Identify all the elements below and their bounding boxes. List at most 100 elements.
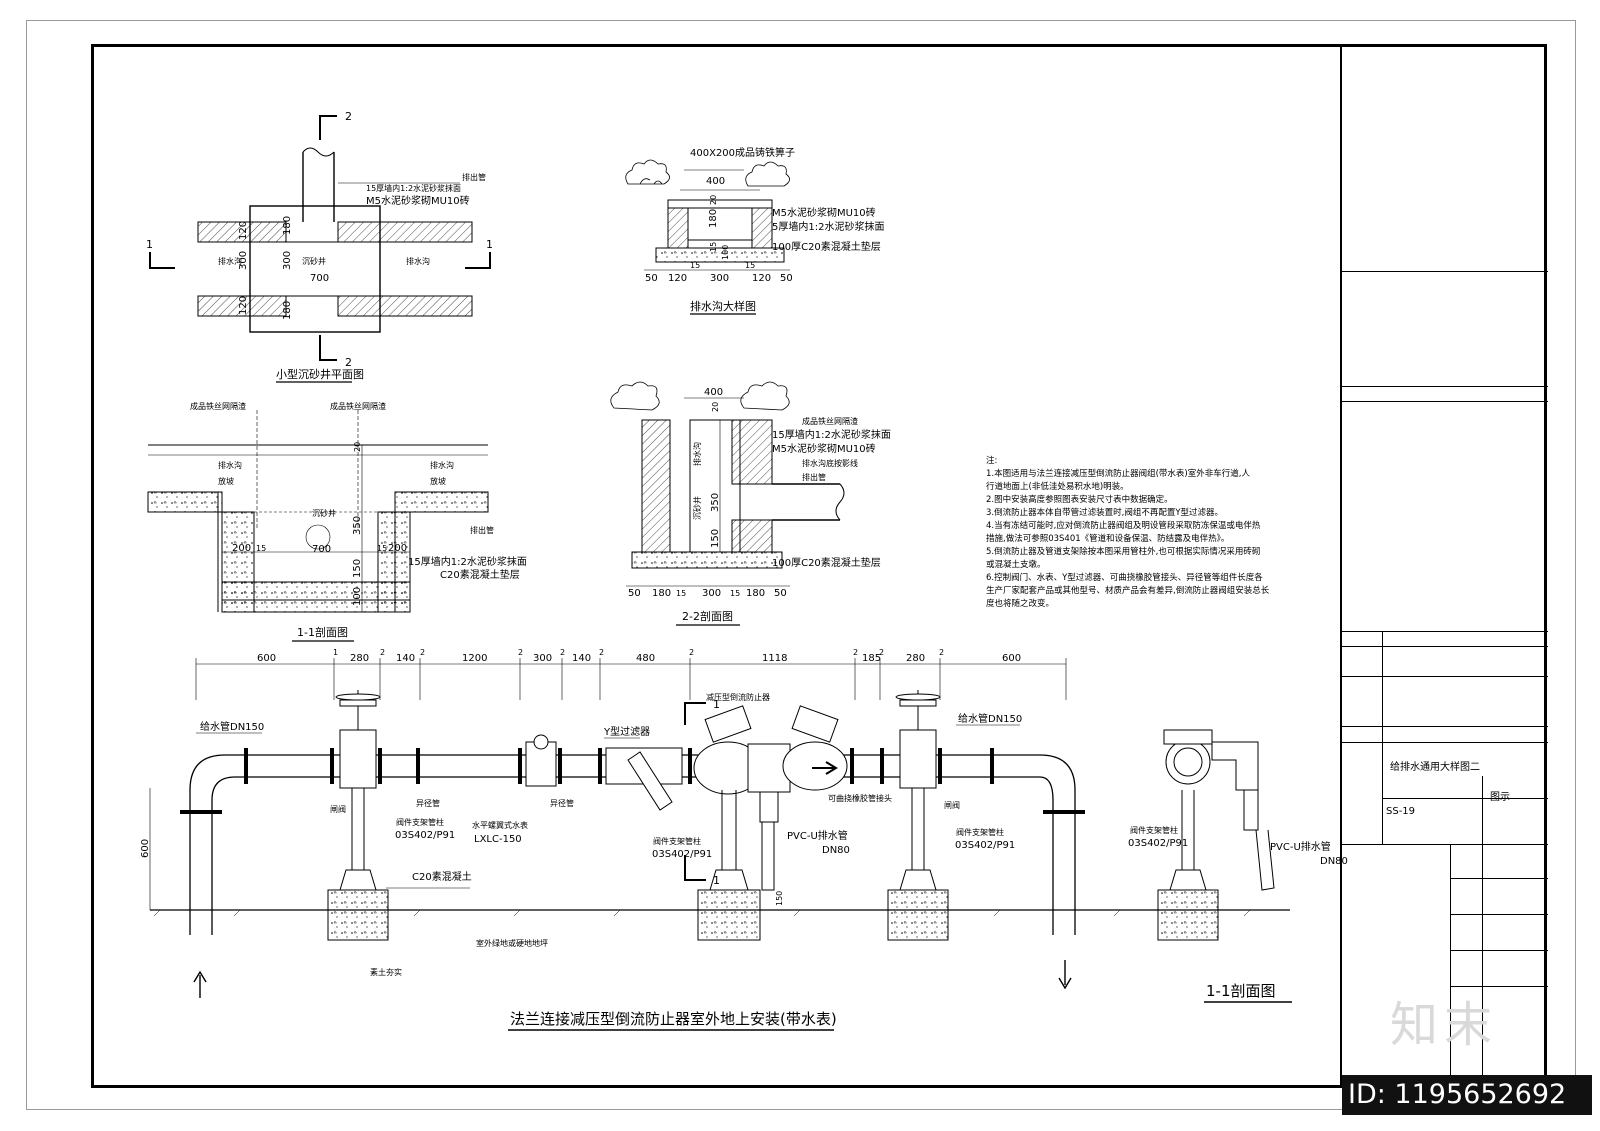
water-meter xyxy=(525,734,557,787)
dim-ditch-400: 400 xyxy=(706,176,725,187)
dim-s-350: 350 xyxy=(352,516,363,535)
dim-b-120a: 120 xyxy=(668,273,687,284)
dim-1118: 1118 xyxy=(762,653,787,664)
label-support-left: 阀件支架管柱 xyxy=(396,817,444,827)
label-22-bottom: 排水沟底按影线 xyxy=(802,458,858,468)
label-ditch-r: 排水沟 xyxy=(430,460,454,470)
dim-2f: 2 xyxy=(689,648,694,657)
label-plaster: 15厚墙内1:2水泥砂浆抹面 xyxy=(366,183,461,193)
shrub-right xyxy=(745,161,790,187)
section-1-1-well: 成品铁丝网隔渣 成品铁丝网隔渣 排水沟 放坡 排水沟 放坡 沉砂井 排出管 15… xyxy=(147,401,527,642)
label-22-grille: 成品铁丝网隔渣 xyxy=(802,416,858,426)
note-line-11: 度也将随之改变。 xyxy=(986,599,1055,609)
outflow-arrow xyxy=(1058,960,1072,990)
dim-2c: 2 xyxy=(518,648,523,657)
dim-ditch-100: 100 xyxy=(721,245,730,260)
label-22-concrete: 100厚C20素混凝土垫层 xyxy=(772,556,881,569)
label-support-code-side: 03S402/P91 xyxy=(1128,838,1188,849)
dim-b-15b: 15 xyxy=(745,261,755,270)
notes-heading: 注: xyxy=(986,456,998,466)
note-line-10: 生产厂家配套产品或其他型号、材质产品会有差异,倒流防止器阀组安装总长 xyxy=(986,586,1270,596)
label-grille-1: 成品铁丝网隔渣 xyxy=(190,401,246,411)
label-support-code-left: 03S402/P91 xyxy=(395,830,455,841)
dim-600-vertical: 600 xyxy=(140,839,151,858)
section-2-2: 400 20 350 150 排水沟 沉砂井 成品铁丝网隔渣 15厚墙内1:2水… xyxy=(610,381,891,626)
label-strainer: Y型过滤器 xyxy=(603,725,650,738)
dim-b-15a: 15 xyxy=(690,261,700,270)
dim-s-200b: 200 xyxy=(388,543,407,554)
backflow-preventer xyxy=(693,705,848,823)
title-sand-well-plan: 小型沉砂井平面图 xyxy=(276,367,364,381)
preventer-installation: 600 1 280 2 140 2 1200 2 300 2 140 2 480… xyxy=(140,648,1348,1031)
dim-22b-50b: 50 xyxy=(774,588,787,599)
label-grille-2: 成品铁丝网隔渣 xyxy=(330,401,386,411)
ditch-detail: 400X200成品铸铁箅子 400 180 20 15 100 M5水泥砂浆砌M… xyxy=(625,146,884,315)
label-brick: M5水泥砂浆砌MU10砖 xyxy=(366,194,470,207)
dim-s-20: 20 xyxy=(353,442,362,452)
dim-s-700: 700 xyxy=(312,544,331,555)
label-22-plaster: 15厚墙内1:2水泥砂浆抹面 xyxy=(772,428,891,441)
dim-s-15b: 15 xyxy=(377,544,387,553)
label-meter-model: LXLC-150 xyxy=(474,834,522,845)
dim-2d: 2 xyxy=(560,648,565,657)
dim-150-drain: 150 xyxy=(775,891,784,906)
note-line-1: 1.本图适用与法兰连接减压型倒流防止器阀组(带水表)室外非车行道,人 xyxy=(986,469,1250,479)
dim-22-350: 350 xyxy=(710,493,721,512)
shrub-2-2-left xyxy=(610,381,660,411)
label-slope-l: 放坡 xyxy=(218,476,234,486)
label-well: 沉砂井 xyxy=(302,256,326,266)
dim-s-200a: 200 xyxy=(232,543,251,554)
label-dn80-side: DN80 xyxy=(1320,856,1348,867)
label-ditch-left: 排水沟 xyxy=(218,256,242,266)
dim-280-right: 280 xyxy=(906,653,925,664)
title-side-section: 1-1剖面图 xyxy=(1206,982,1276,1000)
flanges xyxy=(180,748,1085,814)
dim-ditch-15: 15 xyxy=(709,242,718,252)
dim-140-right: 140 xyxy=(572,653,591,664)
label-ditch-brick: M5水泥砂浆砌MU10砖 xyxy=(772,206,876,219)
title-drawing-number: SS-19 xyxy=(1386,806,1416,817)
note-line-5: 4.当有冻结可能时,应对倒流防止器阀组及明设管段采取防冻保温或电伴热 xyxy=(986,521,1261,531)
section-mark-1-right: 1 xyxy=(486,238,493,251)
block-1 xyxy=(327,889,389,941)
block-4 xyxy=(1157,889,1219,941)
dim-b-120b: 120 xyxy=(752,273,771,284)
dim-280-left: 280 xyxy=(350,653,369,664)
inflow-arrow xyxy=(193,970,207,998)
label-pipe-section: 排出管 xyxy=(470,525,494,535)
label-preventer: 减压型倒流防止器 xyxy=(706,692,770,702)
label-outlet-pipe: 排出管 xyxy=(462,172,486,182)
note-line-8: 或混凝土支墩。 xyxy=(986,560,1046,570)
label-grate: 400X200成品铸铁箅子 xyxy=(690,146,795,159)
note-line-7: 5.倒流防止器及管道支架除按本图采用管柱外,也可根据实际情况采用砖砌 xyxy=(986,547,1261,557)
note-line-2: 行道地面上(非低洼处易积水地)明装。 xyxy=(986,482,1129,492)
label-22-brick: M5水泥砂浆砌MU10砖 xyxy=(772,442,876,455)
shrub-left xyxy=(625,159,670,185)
dim-22b-300: 300 xyxy=(702,588,721,599)
dim-plan-120b: 120 xyxy=(238,296,249,315)
title-ditch-detail: 排水沟大样图 xyxy=(690,299,756,313)
note-line-6: 措施,做法可参照03S401《管道和设备保温、防结露及电伴热》。 xyxy=(986,534,1230,544)
label-c20: C20素混凝土 xyxy=(412,870,472,883)
dim-22b-50a: 50 xyxy=(628,588,641,599)
label-support-code-right: 03S402/P91 xyxy=(955,840,1015,851)
dim-600-left: 600 xyxy=(257,653,276,664)
label-ditch-right: 排水沟 xyxy=(406,256,430,266)
dim-480: 480 xyxy=(636,653,655,664)
dim-140-left: 140 xyxy=(396,653,415,664)
sand-well-plan: 2 2 1 1 排出管 15厚墙内1:2水泥砂浆抹面 M5水泥砂浆砌MU10砖 … xyxy=(146,110,493,383)
gate-valves xyxy=(335,690,941,789)
label-22-well: 沉砂井 xyxy=(692,496,702,520)
dim-22b-180a: 180 xyxy=(652,588,671,599)
label-ground: 室外绿地或硬地地坪 xyxy=(476,938,548,948)
label-supply-left: 给水管DN150 xyxy=(200,720,264,733)
section-mark-2-bottom: 2 xyxy=(345,356,352,369)
label-gate-right: 闸阀 xyxy=(944,801,960,810)
dim-b-50a: 50 xyxy=(645,273,658,284)
label-rubber-joint: 可曲挠橡胶管接头 xyxy=(828,793,892,803)
title-drawing-name: 给排水通用大样图二 xyxy=(1390,762,1480,773)
dim-1200: 1200 xyxy=(462,653,487,664)
label-support-right: 阀件支架管柱 xyxy=(956,827,1004,837)
dim-plan-180a: 180 xyxy=(282,216,293,235)
block-2 xyxy=(697,889,761,941)
